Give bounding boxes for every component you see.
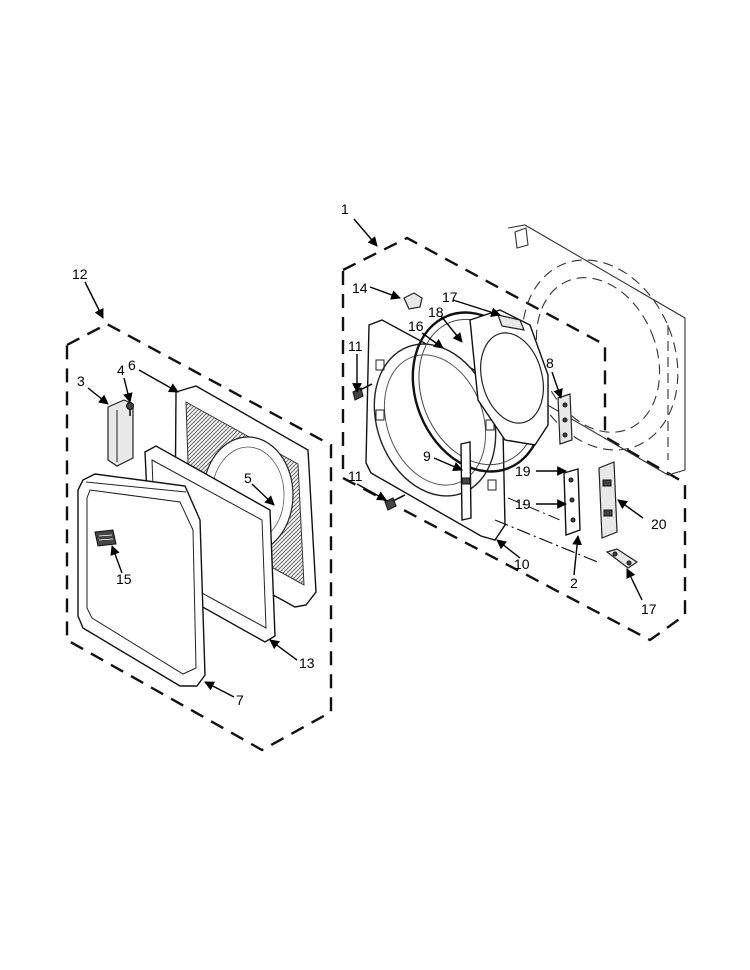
outer-door-frame[interactable] bbox=[77, 473, 206, 687]
door-assembly-group bbox=[65, 322, 333, 752]
hinge-plate[interactable] bbox=[563, 468, 581, 536]
callout-labels: 1 2 3 4 5 6 7 8 9 10 11 11 12 13 14 15 1… bbox=[72, 201, 667, 708]
callout-13[interactable]: 13 bbox=[299, 655, 315, 671]
door-latch[interactable] bbox=[460, 441, 472, 521]
screw-lower[interactable] bbox=[384, 494, 406, 511]
drum-bearing-ring[interactable] bbox=[469, 309, 553, 446]
callout-2[interactable]: 2 bbox=[570, 575, 578, 591]
hinge-bracket[interactable] bbox=[598, 461, 618, 539]
callout-12[interactable]: 12 bbox=[72, 266, 88, 282]
alignment-line bbox=[494, 519, 601, 564]
callout-11-upper[interactable]: 11 bbox=[348, 338, 363, 354]
panel-clip[interactable] bbox=[403, 292, 423, 310]
callout-8[interactable]: 8 bbox=[546, 355, 554, 371]
callout-15[interactable]: 15 bbox=[116, 571, 132, 587]
callout-17-top[interactable]: 17 bbox=[442, 289, 458, 305]
alignment-line-2 bbox=[507, 497, 561, 521]
callout-9[interactable]: 9 bbox=[423, 448, 431, 464]
callout-18[interactable]: 18 bbox=[428, 304, 444, 320]
callout-19-upper[interactable]: 19 bbox=[515, 463, 531, 479]
callout-7[interactable]: 7 bbox=[236, 692, 244, 708]
front-panel-assembly-group bbox=[341, 224, 687, 642]
callout-20[interactable]: 20 bbox=[651, 516, 667, 532]
callout-16[interactable]: 16 bbox=[408, 318, 424, 334]
callout-14[interactable]: 14 bbox=[352, 280, 368, 296]
front-panel-assembly-outline bbox=[341, 236, 687, 642]
cabinet-outline bbox=[507, 224, 686, 476]
callout-4[interactable]: 4 bbox=[117, 362, 125, 378]
callout-1[interactable]: 1 bbox=[341, 201, 349, 217]
top-clip[interactable] bbox=[497, 314, 525, 331]
callout-19-lower[interactable]: 19 bbox=[515, 496, 531, 512]
callout-17-bottom[interactable]: 17 bbox=[641, 601, 657, 617]
callout-11-lower[interactable]: 11 bbox=[348, 468, 363, 484]
leader-lines bbox=[84, 218, 644, 698]
callout-10[interactable]: 10 bbox=[514, 556, 530, 572]
callout-5[interactable]: 5 bbox=[244, 470, 252, 486]
callout-3[interactable]: 3 bbox=[77, 373, 85, 389]
bottom-bracket[interactable] bbox=[605, 548, 639, 569]
handle-screw[interactable] bbox=[126, 402, 134, 417]
callout-6[interactable]: 6 bbox=[128, 357, 136, 373]
door-badge[interactable] bbox=[94, 529, 117, 547]
hinge-block[interactable] bbox=[557, 393, 573, 445]
